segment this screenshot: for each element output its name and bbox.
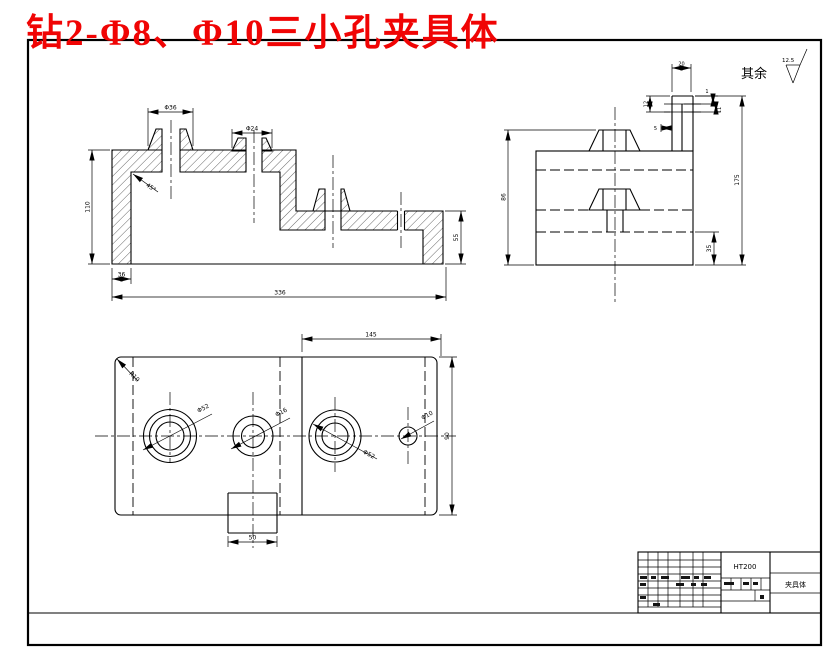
material-label: HT200 <box>734 563 757 571</box>
side-boss-top <box>588 129 641 152</box>
dim-hole2-dia: Φ16 <box>274 407 288 419</box>
dim-base-height: 35 <box>706 245 713 253</box>
dim-corner-radius: R10 <box>127 370 140 383</box>
side-body <box>535 150 694 266</box>
hole-edges <box>131 129 443 231</box>
title-block-smudges <box>640 576 764 606</box>
drawing-frame <box>26 38 823 647</box>
dim-right-height: 55 <box>453 234 460 242</box>
dim-lip: 1 <box>705 89 708 95</box>
surface-finish-note: 其余 12.5 <box>741 48 808 84</box>
surface-note-text: 其余 <box>741 66 767 82</box>
dim-hole4-dia: Φ10 <box>420 410 434 422</box>
dim-depth: 90 <box>444 432 451 440</box>
dim-slot-width: 20 <box>678 62 684 68</box>
roughness-icon <box>785 48 808 84</box>
roughness-value: 12.5 <box>782 58 795 64</box>
dim-total-width: 336 <box>274 290 286 297</box>
dim-total-height: 175 <box>734 174 741 186</box>
dim-hole1-dia: Φ52 <box>196 403 210 415</box>
dim-step: 11 <box>717 107 723 113</box>
hole2 <box>232 392 274 548</box>
bottom-tab <box>227 492 278 534</box>
plan-view: Φ52 Φ16 Φ52 Φ10 R10 145 90 50 <box>95 332 457 548</box>
dim-boss1-dia: Φ36 <box>164 105 177 112</box>
plan-dimensions: 145 90 50 <box>227 332 457 547</box>
dim-wall-width: 36 <box>118 272 126 279</box>
side-hidden-lines <box>536 169 693 233</box>
title-block: HT200 夹具体 <box>637 551 822 614</box>
hole3 <box>308 397 362 472</box>
front-center-lines <box>170 120 402 248</box>
side-view: 20 1 12 11 5 86 175 35 <box>501 62 746 303</box>
dim-step-width: 145 <box>365 332 377 339</box>
hole1 <box>142 392 198 464</box>
part-name-label: 夹具体 <box>785 580 806 589</box>
dim-offset: 5 <box>654 126 657 132</box>
front-section-view: Φ36 Φ24 110 36 336 55 45° <box>85 105 466 301</box>
dim-upper-height: 86 <box>501 193 508 201</box>
front-dimensions: Φ36 Φ24 110 36 336 55 45° <box>85 105 466 301</box>
dim-slot-depth: 12 <box>644 101 650 107</box>
dim-slot-width-plan: 50 <box>249 535 257 542</box>
dim-boss2-dia: Φ24 <box>246 126 259 133</box>
drawing-title: 钻2-Φ8、Φ10三小孔夹具体 <box>26 13 500 54</box>
dim-hole3-dia: Φ52 <box>362 449 376 461</box>
hole4 <box>398 407 418 466</box>
side-boss-mid <box>588 188 641 211</box>
title-block-grid <box>638 552 821 613</box>
side-dimensions: 20 1 12 11 5 86 175 35 <box>501 62 746 266</box>
dim-chamfer: 45° <box>144 182 157 194</box>
dim-height: 110 <box>85 201 92 213</box>
